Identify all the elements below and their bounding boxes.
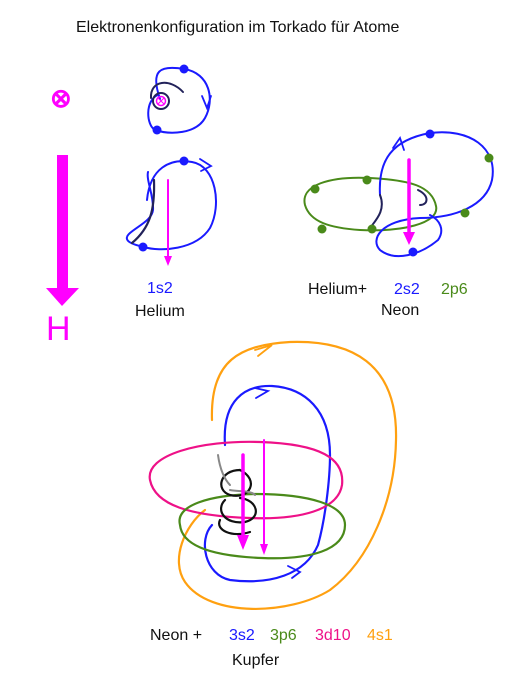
kupfer-prefix-label: Neon + xyxy=(150,627,203,644)
neon-torkado xyxy=(303,129,494,258)
neon-2s-label: 2s2 xyxy=(394,281,420,298)
helium-name-label: Helium xyxy=(135,303,185,320)
neon-2p-label: 2p6 xyxy=(441,281,468,298)
neon-name-label: Neon xyxy=(381,302,420,319)
field-arrow xyxy=(46,155,79,306)
kupfer-torkado xyxy=(148,340,398,610)
neon-prefix-label: Helium+ xyxy=(308,281,368,298)
helium-orbital-label: 1s2 xyxy=(147,280,173,297)
helium-torkado xyxy=(125,156,217,266)
kupfer-3s-label: 3s2 xyxy=(229,627,255,644)
page-title: Elektronenkonfiguration im Torkado für A… xyxy=(76,19,400,36)
kupfer-3d-label: 3d10 xyxy=(315,627,351,644)
kupfer-name-label: Kupfer xyxy=(232,652,280,669)
field-symbol: ⊗ xyxy=(50,83,72,113)
kupfer-4s-label: 4s1 xyxy=(367,627,393,644)
kupfer-3p-label: 3p6 xyxy=(270,627,297,644)
field-letter: H xyxy=(46,310,71,348)
helium-orbit-top xyxy=(147,64,212,135)
